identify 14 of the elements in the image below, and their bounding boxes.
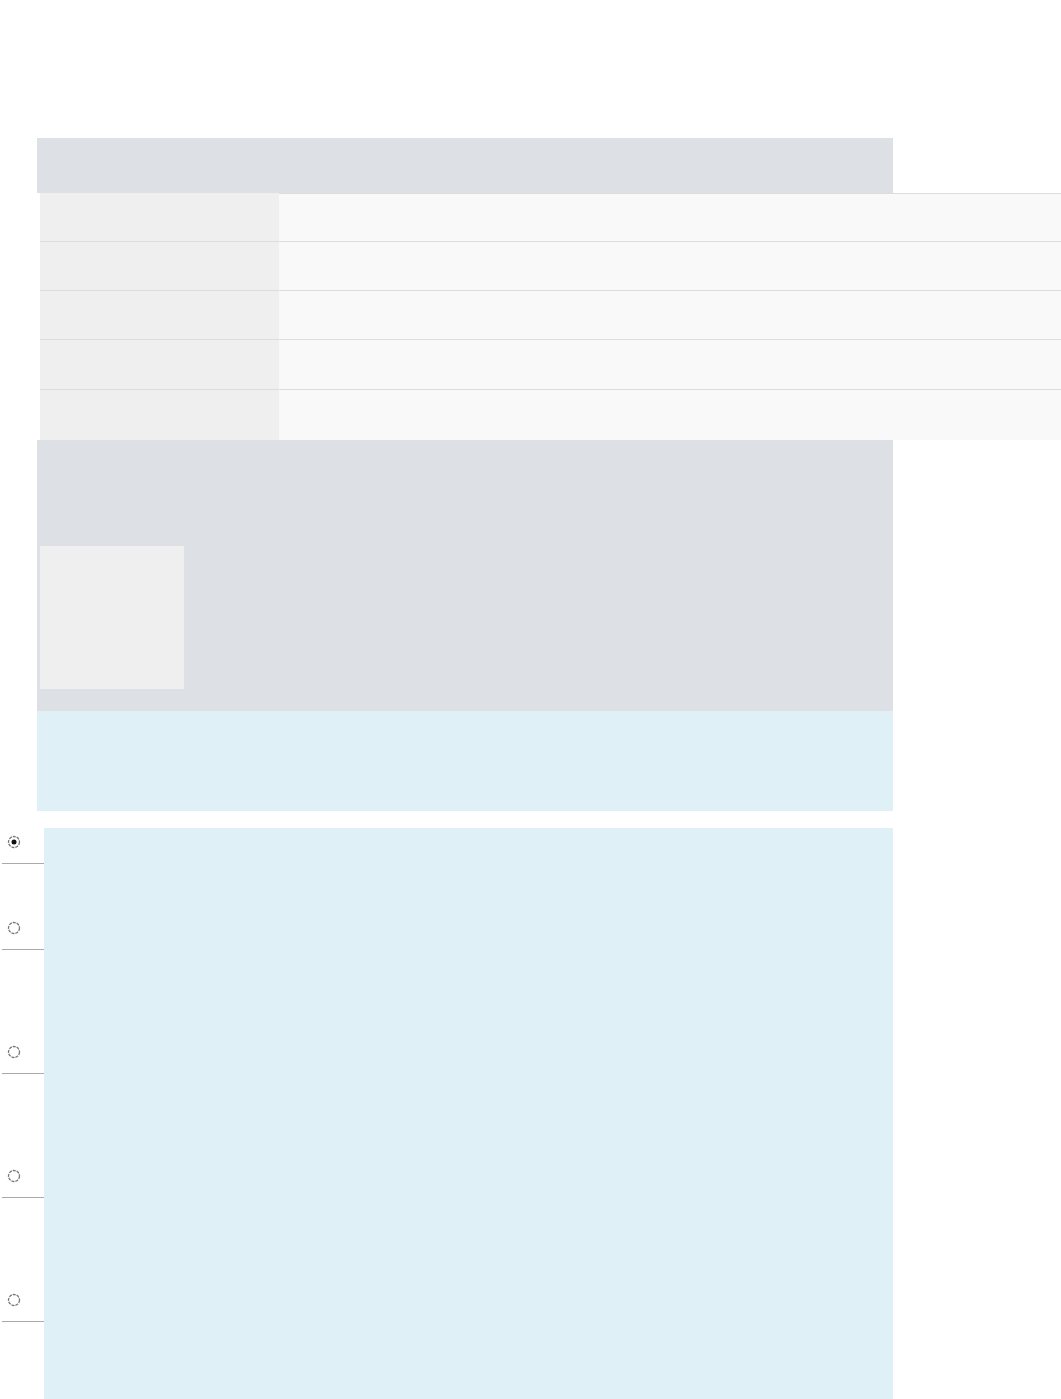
table-value-cell <box>279 390 1061 440</box>
table-label-cell <box>40 390 279 440</box>
table-label-cell <box>40 340 279 390</box>
table-label-cell <box>40 193 279 242</box>
answers-panel <box>44 828 893 1399</box>
table-value-cell <box>279 193 1061 242</box>
table-value-cell <box>279 291 1061 340</box>
question-panel <box>37 440 893 711</box>
table-value-cell <box>279 242 1061 291</box>
header-bar <box>37 138 893 193</box>
table-label-cell <box>40 291 279 340</box>
table-label-cell <box>40 242 279 291</box>
info-panel <box>37 711 893 811</box>
table-value-cell <box>279 340 1061 390</box>
